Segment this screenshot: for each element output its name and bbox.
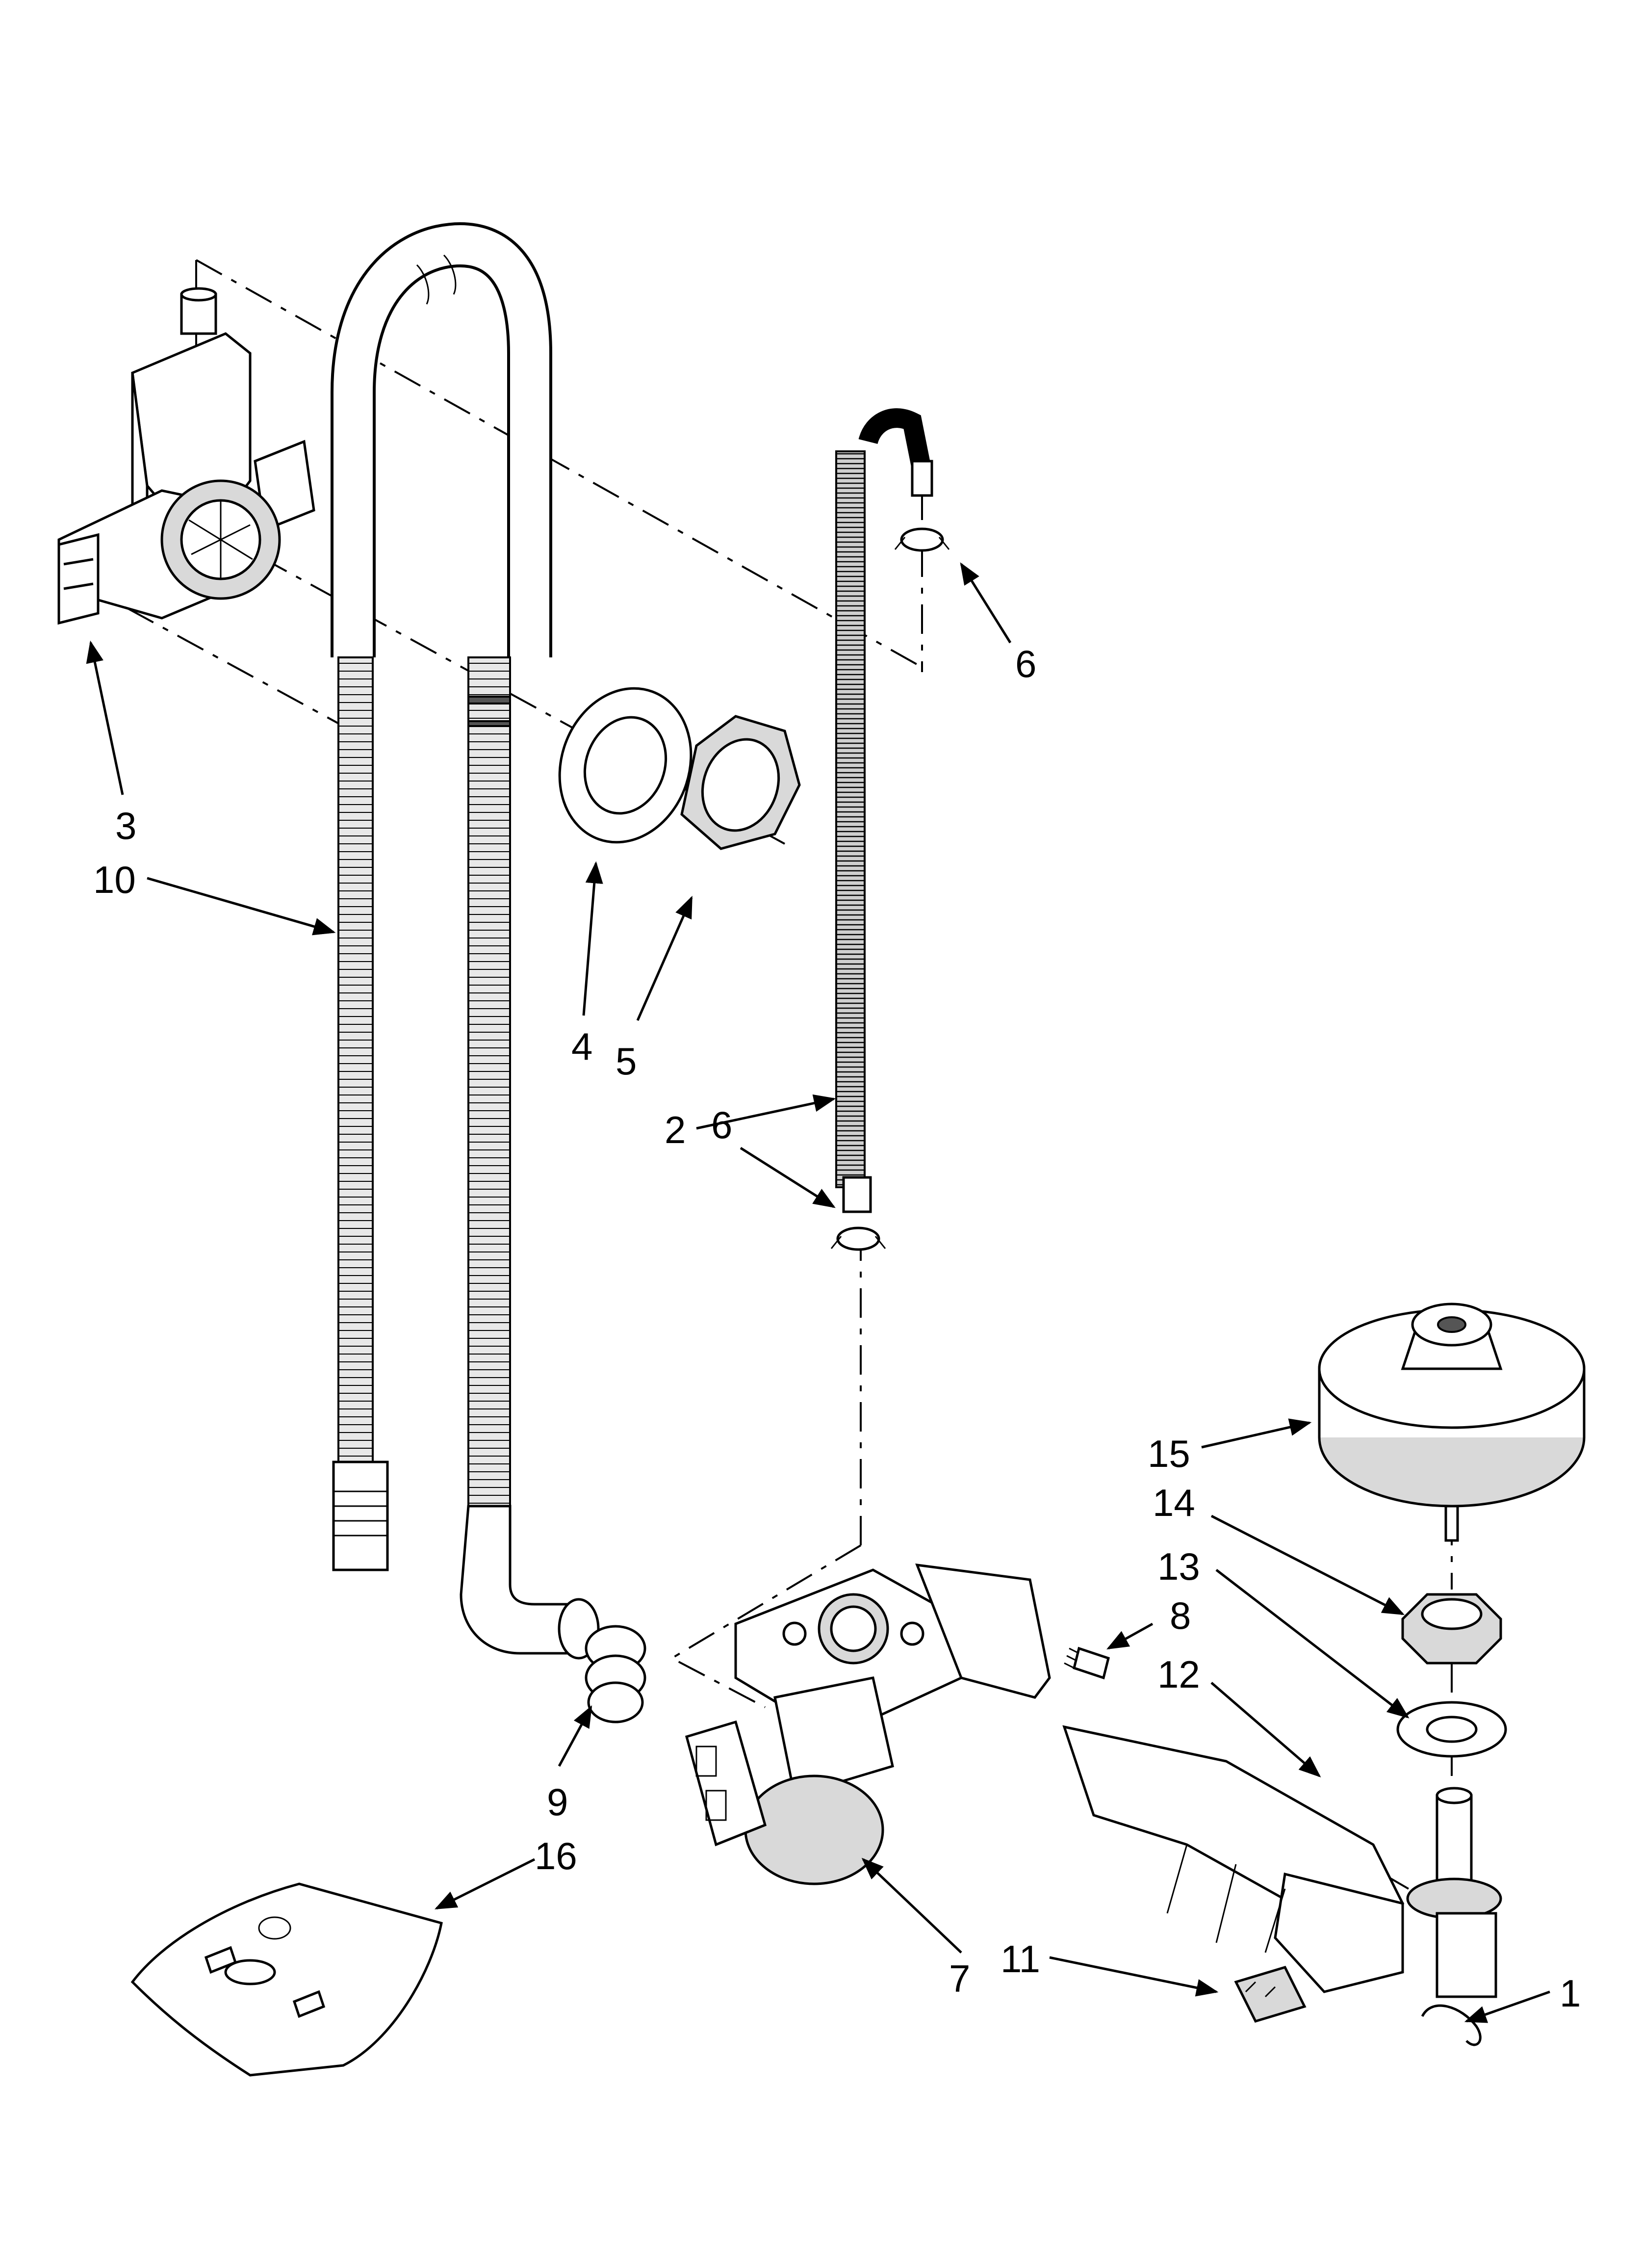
spring-clamp-part-9 [585,1625,646,1723]
callout-6-top: 6 [1015,642,1036,685]
callout-13: 13 [1157,1545,1200,1588]
callout-14: 14 [1153,1481,1195,1524]
micro-switch-part-11 [1234,1966,1307,2023]
bracket-part-12 [1062,1725,1502,1998]
callout-5: 5 [616,1040,637,1083]
callout-9: 9 [547,1780,568,1824]
parts-bag-part-16 [130,1882,443,2077]
callout-labels: 1 2 3 4 5 6 6 7 8 9 10 11 12 13 14 15 16 [93,642,1581,2015]
nut-part-14 [1401,1593,1502,1665]
callout-3: 3 [115,804,136,847]
callout-2: 2 [665,1108,686,1151]
nut-part-5 [680,715,801,850]
screw-part-8 [1064,1646,1110,1680]
callout-16: 16 [535,1834,577,1877]
callout-4: 4 [571,1025,592,1068]
callout-1: 1 [1560,1972,1581,2015]
callout-15: 15 [1148,1432,1190,1475]
callout-10: 10 [93,858,136,901]
callout-6-bottom: 6 [711,1103,732,1147]
disc-part-15 [1318,1303,1586,1542]
inlet-valve-part-7 [685,1563,1051,1885]
inlet-hose-part-2 [835,408,933,1213]
washer-part-13 [1396,1701,1507,1758]
washer-part-4 [558,687,693,844]
clip-part-1 [1421,2004,1482,2046]
callout-11: 11 [1001,1937,1040,1981]
callout-8: 8 [1170,1594,1191,1637]
callout-12: 12 [1157,1653,1200,1696]
hose-clamp-part-6-top [894,527,950,552]
callout-7: 7 [949,1957,970,2000]
hose-clamp-part-6-bottom [830,1226,886,1251]
drain-bracket-part-3 [57,287,315,625]
leader-lines [86,562,1550,2023]
drain-hose-part-10 [331,222,600,1660]
